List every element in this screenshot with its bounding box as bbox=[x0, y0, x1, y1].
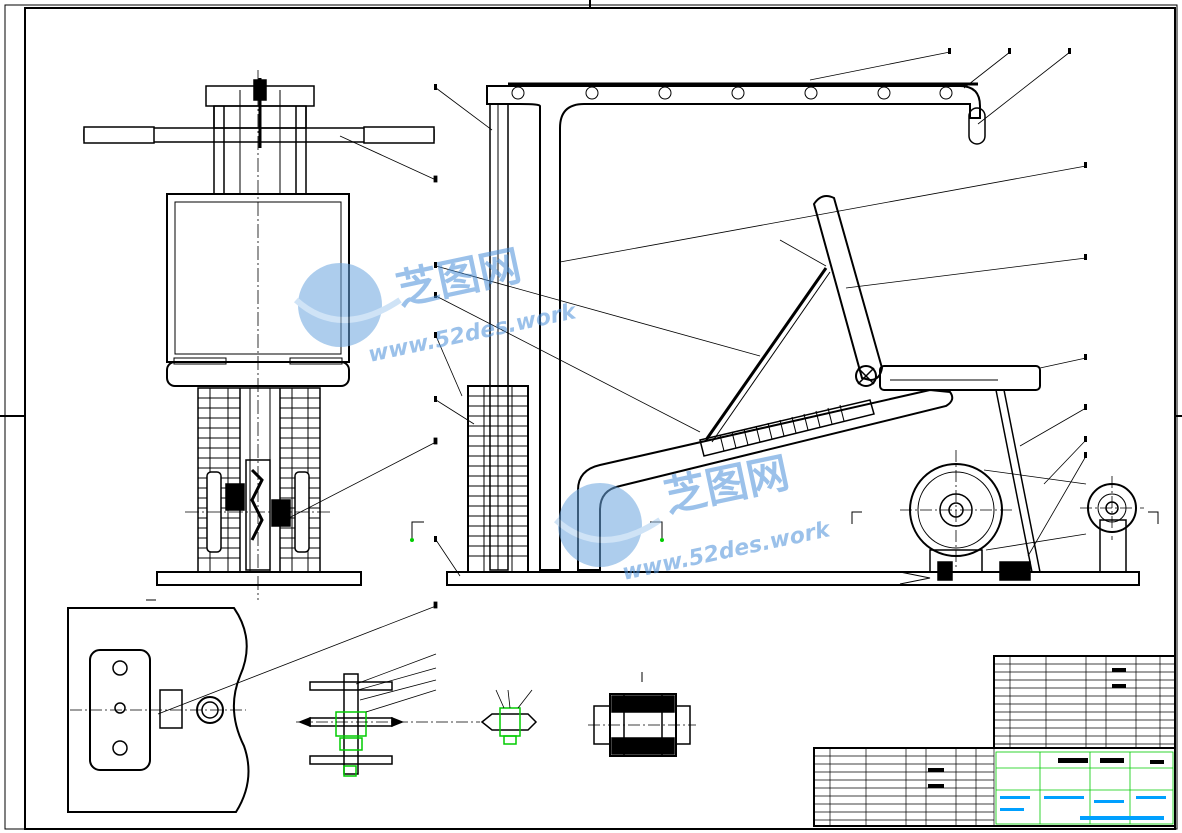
front-leaders bbox=[157, 135, 438, 715]
title-block bbox=[813, 655, 1176, 827]
bushing-section bbox=[588, 672, 696, 757]
side-leaders bbox=[434, 48, 1087, 577]
coupling-section bbox=[480, 689, 538, 745]
watermark-cn-top: 芝图网 bbox=[392, 241, 525, 315]
detail-plate bbox=[67, 599, 250, 813]
watermark-cn-bottom: 芝图网 bbox=[660, 448, 793, 522]
side-view bbox=[446, 82, 1144, 586]
front-view bbox=[83, 70, 435, 600]
watermark-url-top: www.52des.work bbox=[366, 299, 579, 368]
section-markers bbox=[410, 511, 1159, 542]
watermark-top: 芝图网 www.52des.work bbox=[293, 241, 580, 368]
watermark-bottom: 芝图网 www.52des.work bbox=[553, 448, 834, 586]
shaft-sections bbox=[296, 653, 480, 777]
